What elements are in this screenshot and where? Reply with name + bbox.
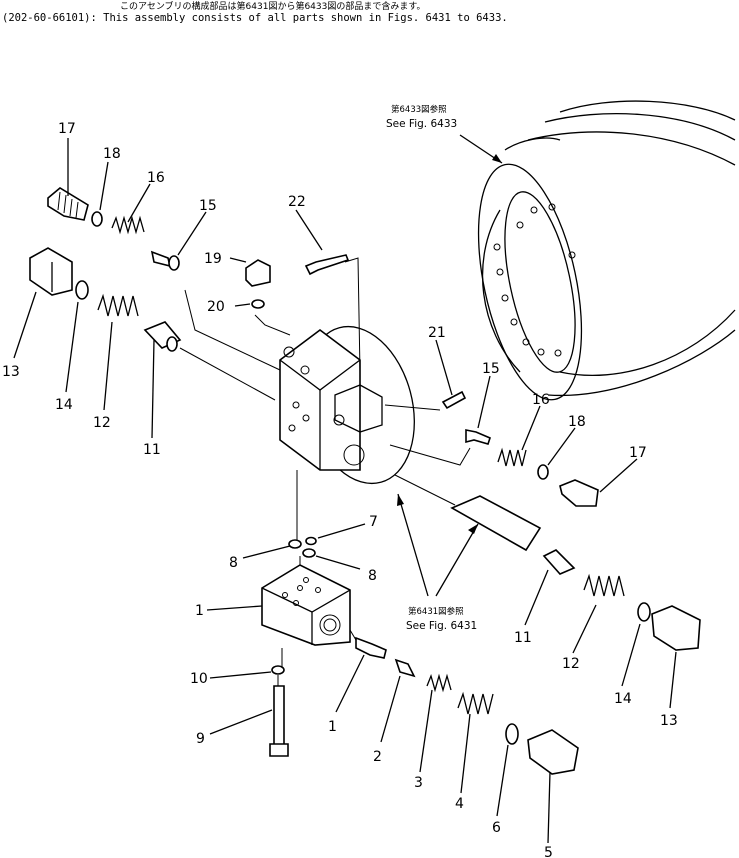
callout-11-left: 11: [143, 442, 161, 458]
fig6431-ref-jp: 第6431図参照: [408, 606, 464, 617]
fig6431-ref-en: See Fig. 6431: [406, 620, 477, 632]
callout-9: 9: [196, 731, 205, 747]
callout-14-left: 14: [55, 397, 73, 413]
callout-21: 21: [428, 325, 446, 341]
callout-numbers: 17 18 16 15 22 19 20 13 14 12 11 21 15 1…: [2, 121, 678, 858]
valve-block: [261, 564, 351, 646]
callout-16-left: 16: [147, 170, 165, 186]
fig6433-ref-en: See Fig. 6433: [386, 118, 457, 130]
header-note-en: (202-60-66101): This assembly consists o…: [2, 12, 508, 24]
callout-13-left: 13: [2, 364, 20, 380]
left-parts: [29, 187, 467, 410]
callout-15-right: 15: [482, 361, 500, 377]
callout-8-right: 8: [368, 568, 377, 584]
callout-14-right: 14: [614, 691, 632, 707]
final-drive-housing: [477, 100, 736, 401]
callout-leaders: [13, 138, 677, 844]
callout-7: 7: [369, 514, 378, 530]
callout-1-block: 1: [195, 603, 204, 619]
callout-20: 20: [207, 299, 225, 315]
callout-11-right: 11: [514, 630, 532, 646]
fig6431-leaders: [397, 493, 479, 597]
callout-1-check: 1: [328, 719, 337, 735]
valve-body: [279, 325, 415, 485]
callout-4: 4: [455, 796, 464, 812]
callout-18-right: 18: [568, 414, 586, 430]
callout-3: 3: [414, 775, 423, 791]
assembly-lines: [179, 257, 471, 686]
callout-16-right: 16: [532, 392, 550, 408]
bottom-parts: [269, 536, 579, 775]
callout-10: 10: [190, 671, 208, 687]
callout-6: 6: [492, 820, 501, 836]
fig6433-arrowhead: [492, 154, 502, 163]
callout-15-left: 15: [199, 198, 217, 214]
callout-18-left: 18: [103, 146, 121, 162]
header-note-jp: このアセンブリの構成部品は第6431図から第6433図の部品まで含みます。: [120, 2, 426, 12]
callout-13-right: 13: [660, 713, 678, 729]
callout-5: 5: [544, 845, 553, 858]
callout-12-left: 12: [93, 415, 111, 431]
callout-2: 2: [373, 749, 382, 765]
callout-8-left: 8: [229, 555, 238, 571]
callout-12-right: 12: [562, 656, 580, 672]
callout-22: 22: [288, 194, 306, 210]
callout-19: 19: [204, 251, 222, 267]
right-parts: [450, 429, 701, 651]
callout-17-right: 17: [629, 445, 647, 461]
fig6433-ref-jp: 第6433図参照: [391, 104, 447, 115]
callout-17-left: 17: [58, 121, 76, 137]
